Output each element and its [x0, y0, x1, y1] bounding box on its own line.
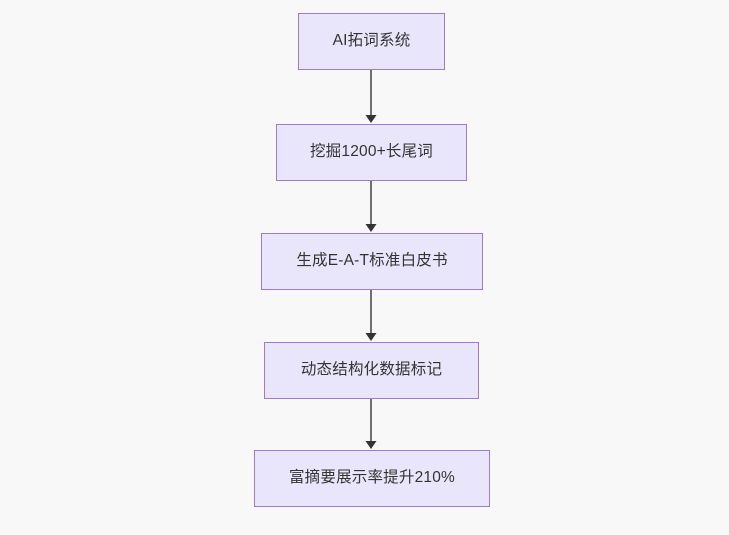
- flow-node-label: 挖掘1200+长尾词: [309, 143, 434, 161]
- edge-n3-n4: [365, 290, 377, 341]
- edge-n2-n3: [365, 181, 377, 232]
- flow-node-generate-eat-whitepaper[interactable]: 生成E-A-T标准白皮书: [261, 233, 483, 290]
- arrowhead-icon-n3-n4: [365, 333, 377, 341]
- flow-node-mine-longtail-keywords[interactable]: 挖掘1200+长尾词: [276, 124, 467, 181]
- flow-node-label: 生成E-A-T标准白皮书: [296, 252, 448, 270]
- flow-node-dynamic-structured-data-markup[interactable]: 动态结构化数据标记: [264, 342, 479, 399]
- edge-n1-n2: [365, 70, 377, 123]
- flow-node-label: 动态结构化数据标记: [300, 361, 443, 379]
- edge-n4-n5: [365, 399, 377, 449]
- flow-node-label: 富摘要展示率提升210%: [288, 469, 456, 487]
- flow-node-ai-keyword-system[interactable]: AI拓词系统: [298, 13, 445, 70]
- arrowhead-icon-n1-n2: [365, 115, 377, 123]
- flow-node-label: AI拓词系统: [332, 32, 411, 50]
- arrowhead-icon-n4-n5: [365, 441, 377, 449]
- flow-node-rich-snippet-impression-lift[interactable]: 富摘要展示率提升210%: [254, 450, 490, 507]
- arrowhead-icon-n2-n3: [365, 224, 377, 232]
